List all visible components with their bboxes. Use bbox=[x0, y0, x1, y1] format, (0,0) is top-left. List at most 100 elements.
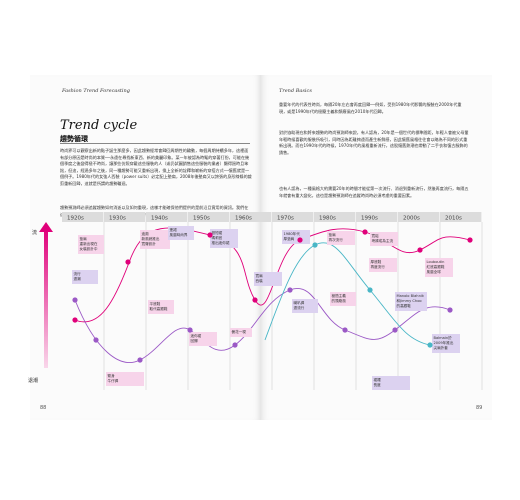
note-text: 平底鞋 bbox=[150, 301, 161, 306]
decade-cell-1940s bbox=[146, 212, 188, 222]
note-text: 寬鬆 bbox=[372, 233, 380, 238]
note-text: 推出迷你裙 bbox=[212, 240, 230, 245]
left-paragraph-1: 時尚界可以觀察出新的點子誕生那麼多，因此趨勢經常會歸回周期性的輪動，每個周期持續… bbox=[60, 148, 252, 186]
left-page-number: 88 bbox=[40, 405, 47, 411]
trend-dot bbox=[417, 247, 423, 253]
note-text: Louboutin bbox=[427, 260, 445, 264]
decade-label: 2010s bbox=[445, 216, 462, 222]
note-text: 再次流行 bbox=[329, 237, 344, 242]
note-text: 墊肩 bbox=[329, 232, 337, 237]
decade-cell-1970s bbox=[272, 212, 314, 222]
note-text: 墊肩 bbox=[80, 236, 88, 241]
note-text: 超短裙 bbox=[212, 230, 223, 235]
note-text: 紅底高跟鞋 bbox=[427, 264, 445, 269]
trend-dot bbox=[392, 327, 398, 333]
right-paragraph-3: 也有人認為，一種風格大約需要20年的時間才能從第一次流行、消退到重新流行，然後再… bbox=[279, 186, 469, 198]
trend-dot bbox=[232, 342, 238, 348]
note-text: 迷你裙 bbox=[191, 333, 202, 338]
note-box bbox=[140, 230, 170, 249]
note-text: 厚底鞋 bbox=[371, 259, 382, 264]
note-text: 重新出現在 bbox=[80, 241, 98, 246]
note-text: 緊身 bbox=[108, 373, 116, 378]
trend-dot bbox=[252, 297, 258, 303]
note-text: 退流行 bbox=[294, 305, 305, 310]
note-text: Manolo Blahnik bbox=[397, 294, 425, 298]
timeline-note: 曇花一現 bbox=[230, 328, 252, 337]
trend-dot bbox=[287, 287, 293, 293]
title-divider bbox=[60, 143, 250, 144]
note-text: 1980年代 bbox=[284, 231, 301, 236]
note-text: 寬臀設計 bbox=[142, 241, 157, 246]
note-text: 的頹廢風 bbox=[332, 298, 347, 303]
note-text: Balmain於 bbox=[434, 335, 453, 340]
note-box bbox=[210, 229, 238, 248]
right-paragraph-1: 重要年代的代表性時尚，每隔20年左右會再度回歸──例如，受到1980年代影響的服… bbox=[279, 102, 462, 114]
decade-cell-1920s bbox=[62, 212, 104, 222]
timeline-notes: 墊肩重新出現在女裝設計中迪奧新風貌推出寬臀設計蓬裙風靡時尚界超短裙瑪莉官推出迷你… bbox=[72, 226, 460, 390]
decade-label: 1960s bbox=[235, 216, 252, 222]
note-box bbox=[78, 235, 104, 254]
trend-dot bbox=[367, 287, 373, 293]
note-box bbox=[330, 292, 356, 306]
note-text: 蓬裙 bbox=[170, 227, 178, 232]
decade-cell-1950s bbox=[188, 212, 230, 222]
decade-cell-1960s bbox=[230, 212, 272, 222]
note-text: 和Jimmy Choo bbox=[397, 298, 422, 303]
note-text: 喇叭褲 bbox=[294, 300, 305, 305]
right-page-number: 89 bbox=[476, 405, 483, 411]
trend-dot bbox=[362, 229, 368, 235]
note-text: 極簡主義 bbox=[332, 293, 347, 298]
note-box bbox=[106, 372, 144, 386]
note-text: 尖肩外套 bbox=[434, 345, 449, 350]
purple-trend-curve bbox=[74, 287, 451, 363]
decade-label: 1970s bbox=[277, 216, 294, 222]
note-box bbox=[432, 334, 460, 353]
axis-top-label: 流 bbox=[32, 229, 37, 236]
note-text: 再度流行 bbox=[371, 264, 386, 269]
note-text: 瑪莉官 bbox=[212, 235, 223, 240]
decade-label: 1920s bbox=[67, 216, 84, 222]
decade-cell-1990s bbox=[356, 212, 398, 222]
note-text: 牛仔褲 bbox=[108, 378, 119, 383]
right-paragraph-2: 對於協助現在和將來趨勢的時尚預測師來說，有人認為，20年是一個世代的標準間距，年… bbox=[279, 130, 469, 155]
note-text: 風靡時尚界 bbox=[170, 232, 188, 237]
right-page bbox=[261, 75, 492, 420]
trend-axis-arrowhead bbox=[39, 222, 53, 232]
note-box bbox=[72, 270, 98, 284]
decade-label: 1930s bbox=[109, 216, 126, 222]
decade-label: 2000s bbox=[403, 216, 420, 222]
note-text: 新風貌推出 bbox=[142, 236, 160, 241]
decade-label: 1990s bbox=[361, 216, 378, 222]
note-box bbox=[370, 232, 398, 246]
note-text: 的高跟鞋 bbox=[397, 303, 412, 308]
note-box bbox=[372, 376, 410, 390]
trend-dot bbox=[187, 327, 193, 333]
decade-label: 1980s bbox=[319, 216, 336, 222]
trend-dot bbox=[467, 237, 473, 243]
axis-bottom-label: 退潮 bbox=[28, 377, 38, 384]
trend-dot bbox=[137, 357, 143, 363]
note-box bbox=[327, 231, 355, 245]
note-text: 2009年推出 bbox=[434, 340, 454, 345]
note-box bbox=[148, 300, 174, 314]
note-text: 垮褲成為主流 bbox=[372, 238, 394, 243]
right-running-head: Trend Basics bbox=[279, 88, 312, 94]
note-text: 女裝設計中 bbox=[80, 246, 98, 251]
page-subtitle: 趨勢循環 bbox=[60, 135, 88, 143]
note-text: 曇花一現 bbox=[232, 329, 247, 334]
